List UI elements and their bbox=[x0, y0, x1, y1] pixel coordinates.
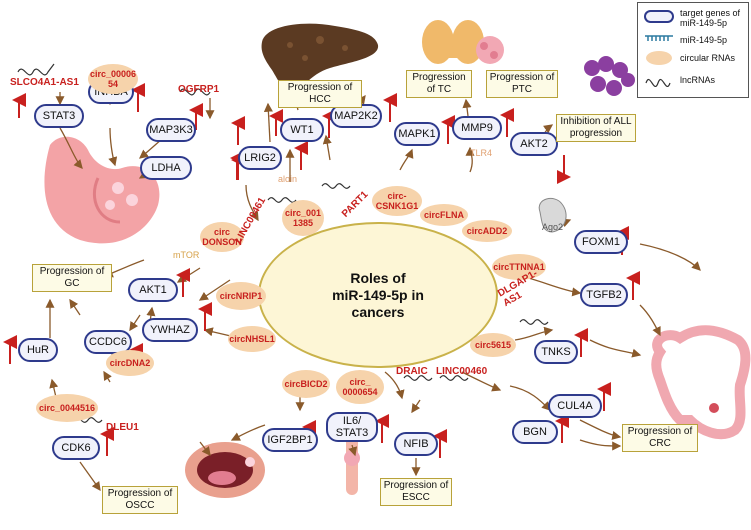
legend-gene-swatch bbox=[644, 10, 674, 23]
lnc-linc00460: LINC00460 bbox=[436, 366, 488, 377]
legend-circrna-label: circular RNAs bbox=[680, 53, 736, 63]
outcome-gc: Progression of GC bbox=[32, 264, 112, 292]
label-mtor: mTOR bbox=[173, 250, 200, 260]
outcome-crc: Progression of CRC bbox=[622, 424, 698, 452]
legend: target genes of miR-149-5p miR-149-5p ci… bbox=[637, 2, 749, 98]
legend-mirna-label: miR-149-5p bbox=[680, 35, 728, 45]
circ-0044516: circ_0044516 bbox=[36, 394, 98, 422]
outcome-hcc: Progression of HCC bbox=[278, 80, 362, 108]
lnc-slco4a1-as1: SLCO4A1-AS1 bbox=[10, 77, 79, 88]
center-title: Roles of miR-149-5p in cancers bbox=[258, 222, 498, 368]
gene-igf2bp1: IGF2BP1 bbox=[262, 428, 318, 452]
regulation-arrows bbox=[3, 83, 640, 458]
outcome-escc: Progression of ESCC bbox=[380, 478, 452, 506]
legend-lncrna-label: lncRNAs bbox=[680, 75, 716, 85]
gene-ccdc6: CCDC6 bbox=[84, 330, 132, 354]
label-ago2: Ago2 bbox=[542, 222, 564, 232]
circ-nhsl1: circNHSL1 bbox=[228, 326, 276, 352]
stomach-illustration bbox=[44, 136, 160, 244]
gene-tnks: TNKS bbox=[534, 340, 578, 364]
circ-5615: circ5615 bbox=[470, 333, 516, 357]
lnc-draic: DRAIC bbox=[396, 366, 428, 377]
legend-gene-label: target genes of miR-149-5p bbox=[680, 8, 741, 28]
circ-add2: circADD2 bbox=[462, 220, 512, 242]
label-aloin: aloin bbox=[278, 174, 298, 184]
gene-akt2: AKT2 bbox=[510, 132, 558, 156]
gene-akt1: AKT1 bbox=[128, 278, 178, 302]
gene-cul4a: CUL4A bbox=[548, 394, 602, 418]
circ-0000654: circ_00006 54 bbox=[88, 64, 138, 94]
circ-flna: circFLNA bbox=[420, 204, 468, 226]
outcome-all: Inhibition of ALL progression bbox=[556, 114, 636, 142]
leukemia-cells-illustration bbox=[584, 56, 635, 96]
circ-0011385: circ_001 1385 bbox=[282, 200, 324, 236]
circ-nrip1: circNRIP1 bbox=[216, 282, 266, 310]
thyroid-illustration bbox=[422, 20, 504, 64]
gene-tgfb2: TGFB2 bbox=[580, 283, 628, 307]
gene-nfib: NFIB bbox=[394, 432, 438, 456]
circ-dna2: circDNA2 bbox=[106, 350, 154, 376]
gene-il6-stat3: IL6/ STAT3 bbox=[326, 412, 378, 442]
legend-mirna-icon bbox=[645, 35, 673, 41]
outcome-oscc: Progression of OSCC bbox=[102, 486, 178, 514]
lnc-dleu1: DLEU1 bbox=[106, 422, 139, 433]
gene-foxm1: FOXM1 bbox=[574, 230, 628, 254]
gene-wt1: WT1 bbox=[280, 118, 324, 142]
circ-csnk1g1: circ- CSNK1G1 bbox=[372, 186, 422, 216]
gene-stat3: STAT3 bbox=[34, 104, 84, 128]
label-tlr4: TLR4 bbox=[470, 148, 493, 158]
gene-map3k3: MAP3K3 bbox=[146, 118, 196, 142]
lnc-ogfrp1: OGFRP1 bbox=[178, 84, 220, 95]
legend-lncrna-icon bbox=[645, 79, 671, 87]
gene-bgn: BGN bbox=[512, 420, 558, 444]
circ-bicd2: circBICD2 bbox=[282, 370, 330, 398]
outcome-ptc: Progression of PTC bbox=[486, 70, 558, 98]
gene-ywhaz: YWHAZ bbox=[142, 318, 198, 342]
legend-circrna-swatch bbox=[646, 51, 672, 65]
circ-0000654b: circ_ 0000654 bbox=[336, 370, 384, 404]
gene-lrig2: LRIG2 bbox=[238, 146, 282, 170]
gene-ldha: LDHA bbox=[140, 156, 192, 180]
circ-ttnna1: circTTNNA1 bbox=[492, 254, 546, 280]
gene-hur: HuR bbox=[18, 338, 58, 362]
gene-mapk1: MAPK1 bbox=[394, 122, 440, 146]
circ-donson: circ DONSON bbox=[200, 222, 244, 252]
center-title-text: Roles of miR-149-5p in cancers bbox=[332, 269, 424, 320]
gene-mmp9: MMP9 bbox=[452, 116, 502, 140]
ago2-glyph bbox=[538, 197, 567, 233]
oral-cavity-illustration bbox=[185, 442, 265, 498]
gene-cdk6: CDK6 bbox=[52, 436, 100, 460]
outcome-tc: Progression of TC bbox=[406, 70, 472, 98]
colon-illustration bbox=[651, 325, 751, 440]
